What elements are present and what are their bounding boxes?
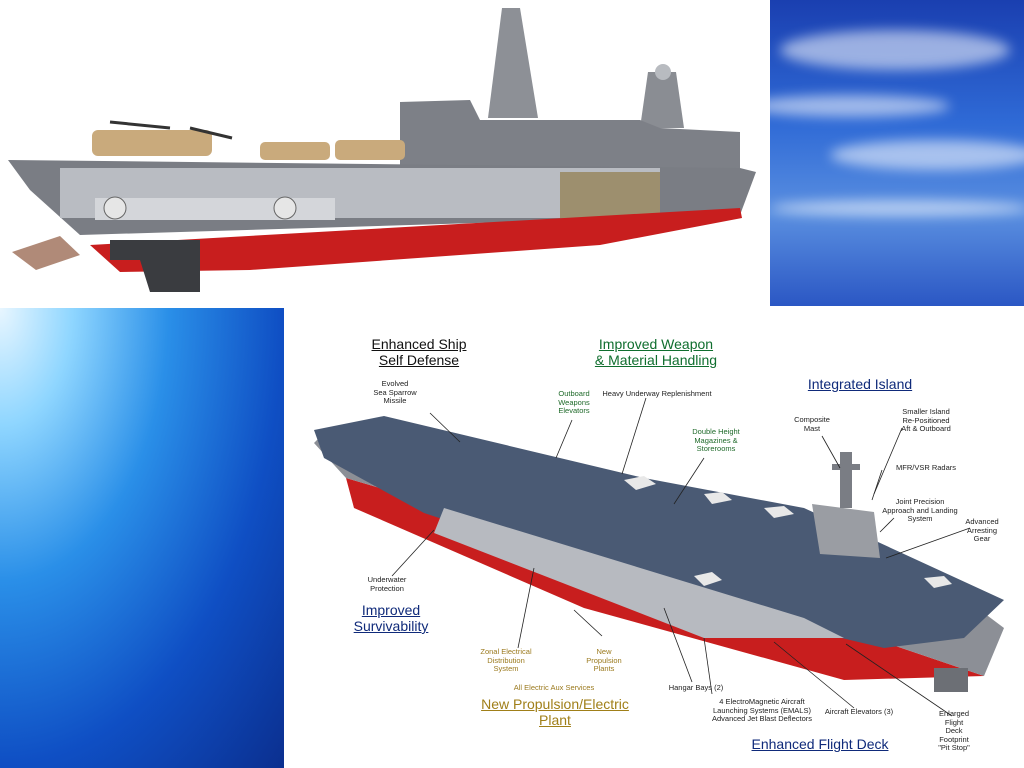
stern-ramp	[12, 236, 80, 270]
well-deck	[95, 198, 335, 220]
label-advanced-arresting-gear: Advanced Arresting Gear	[965, 517, 999, 543]
leader-lines	[391, 397, 971, 717]
deck-aircraft	[764, 506, 794, 518]
header-enhanced-flight-deck: Enhanced Flight Deck	[751, 736, 889, 752]
ocean-water-image	[0, 308, 284, 768]
rotor-blade	[109, 120, 171, 130]
header-enhanced-ship-self-defense: Enhanced Ship Self Defense	[371, 336, 467, 368]
deck-aircraft	[624, 476, 656, 490]
mast-yard	[832, 464, 860, 470]
label-mfr-vsr-radars: MFR/VSR Radars	[895, 463, 956, 472]
carrier-illustration	[314, 397, 1004, 717]
header-improved-survivability: Improved Survivability	[353, 602, 429, 634]
rotor-blade	[189, 126, 233, 140]
sky-background-image	[770, 0, 1024, 306]
landing-craft-1	[103, 196, 127, 220]
deck-aircraft	[694, 572, 722, 586]
composite-mast-shape	[840, 452, 852, 508]
vehicle-deck	[560, 172, 660, 218]
stern-propeller	[110, 240, 200, 292]
deck-aircraft	[704, 492, 732, 504]
header-improved-weapon-handling: Improved Weapon & Material Handling	[594, 336, 718, 368]
landing-craft-2	[273, 196, 297, 220]
tiltrotor-aircraft-3	[335, 140, 405, 160]
label-evolved-sea-sparrow-missile: Evolved Sea Sparrow Missile	[373, 379, 417, 405]
label-heavy-underway-replenishment: Heavy Underway Replenishment	[602, 389, 712, 398]
deck-aircraft	[924, 576, 952, 588]
carrier-feature-diagram: Enhanced Ship Self Defense Improved Weap…	[284, 308, 1024, 768]
carrier-island	[812, 504, 880, 558]
header-integrated-island: Integrated Island	[807, 376, 913, 392]
label-enlarged-flight-deck: Enlarged Flight Deck Footprint "Pit Stop…	[938, 709, 970, 752]
ship-aft-mast	[640, 72, 684, 128]
tiltrotor-aircraft-2	[260, 142, 330, 160]
label-aircraft-elevators: Aircraft Elevators (3)	[824, 707, 894, 716]
label-emals: 4 ElectroMagnetic Aircraft Launching Sys…	[711, 697, 813, 723]
label-new-propulsion-plants: New Propulsion Plants	[586, 647, 622, 673]
amphibious-ship-illustration	[8, 8, 756, 292]
label-composite-mast: Composite Mast	[794, 415, 830, 433]
label-smaller-island: Smaller Island Re-Positioned Aft & Outbo…	[901, 407, 951, 433]
radar-dome	[655, 64, 671, 80]
tiltrotor-aircraft-1	[92, 130, 212, 156]
superstructure	[400, 100, 740, 170]
label-joint-precision-landing-system: Joint Precision Approach and Landing Sys…	[882, 497, 958, 523]
carrier-hangar-cutaway	[434, 508, 844, 638]
label-outboard-weapons-elevators: Outboard Weapons Elevators	[558, 389, 590, 415]
header-new-propulsion-electric-plant: New Propulsion/Electric Plant	[481, 696, 629, 728]
label-double-height-magazines: Double Height Magazines & Storerooms	[692, 427, 740, 453]
carrier-stern	[934, 668, 968, 692]
hull-red	[90, 208, 742, 272]
label-hangar-bays: Hangar Bays (2)	[668, 683, 724, 692]
label-zonal-electrical-distribution: Zonal Electrical Distribution System	[480, 647, 532, 673]
label-underwater-protection: Underwater Protection	[367, 575, 407, 593]
ship-mast	[488, 8, 538, 118]
amphibious-ship-cutaway-image	[0, 0, 768, 306]
label-all-electric-aux-services: All Electric Aux Services	[513, 683, 595, 692]
carrier-flight-deck	[314, 416, 1004, 648]
